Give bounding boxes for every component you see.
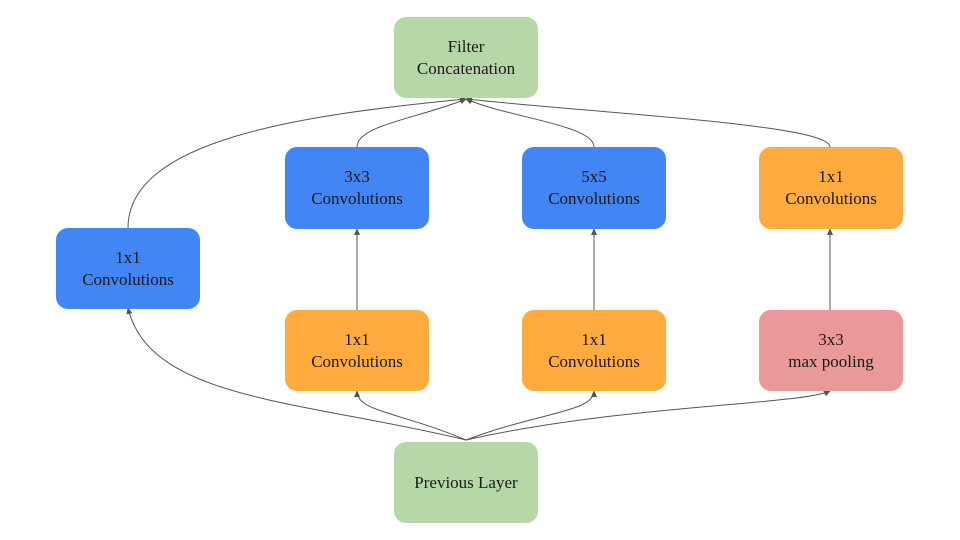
arrow-1x1-direct-to-concat	[127, 96, 467, 229]
node-label: Previous Layer	[414, 472, 518, 492]
node-label-line1: 1x1	[818, 167, 844, 186]
arrow-3x3-to-concat	[356, 98, 467, 148]
arrow-1x1-pool-to-concat	[465, 96, 831, 148]
node-label-line1: 3x3	[344, 167, 370, 186]
arrow-prev-to-1x1-direct	[126, 307, 467, 441]
node-label-line2: Convolutions	[548, 189, 640, 208]
node-label-line1: 5x5	[581, 167, 607, 186]
node-label-line2: Convolutions	[548, 351, 640, 371]
node-label-line2: Convolutions	[311, 189, 403, 208]
node-label-line1: 1x1	[344, 329, 370, 349]
node-label-line1: 1x1	[581, 329, 607, 349]
node-label-line1: 1x1	[115, 247, 141, 267]
max-pooling-3x3-node: 3x3 max pooling	[759, 310, 903, 391]
node-label-line1: 3x3	[818, 329, 844, 349]
node-label-line2: max pooling	[788, 351, 874, 371]
conv-1x1-direct-node: 1x1 Convolutions	[56, 228, 200, 309]
filter-concatenation-node: Filter Concatenation	[394, 17, 538, 98]
conv-5x5-node: 5x5 Convolutions	[522, 147, 666, 229]
node-label-line2: Convolutions	[785, 189, 877, 208]
node-label-line2: Convolutions	[311, 351, 403, 371]
conv-1x1-reduce-5x5-node: 1x1 Convolutions	[522, 310, 666, 391]
node-label-line1: Filter	[447, 36, 485, 56]
arrow-prev-to-1x1-reduce-5x5	[465, 390, 597, 441]
arrow-prev-to-1x1-reduce-3x3	[354, 390, 467, 441]
arrow-5x5-to-concat	[465, 98, 595, 148]
arrow-prev-to-maxpool	[465, 390, 831, 441]
node-label-line2: Concatenation	[416, 58, 516, 78]
conv-3x3-node: 3x3 Convolutions	[285, 147, 429, 229]
conv-1x1-reduce-3x3-node: 1x1 Convolutions	[285, 310, 429, 391]
conv-1x1-pool-projection-node: 1x1 Convolutions	[759, 147, 903, 229]
node-label-line2: Convolutions	[82, 269, 174, 289]
previous-layer-node: Previous Layer	[394, 442, 538, 523]
